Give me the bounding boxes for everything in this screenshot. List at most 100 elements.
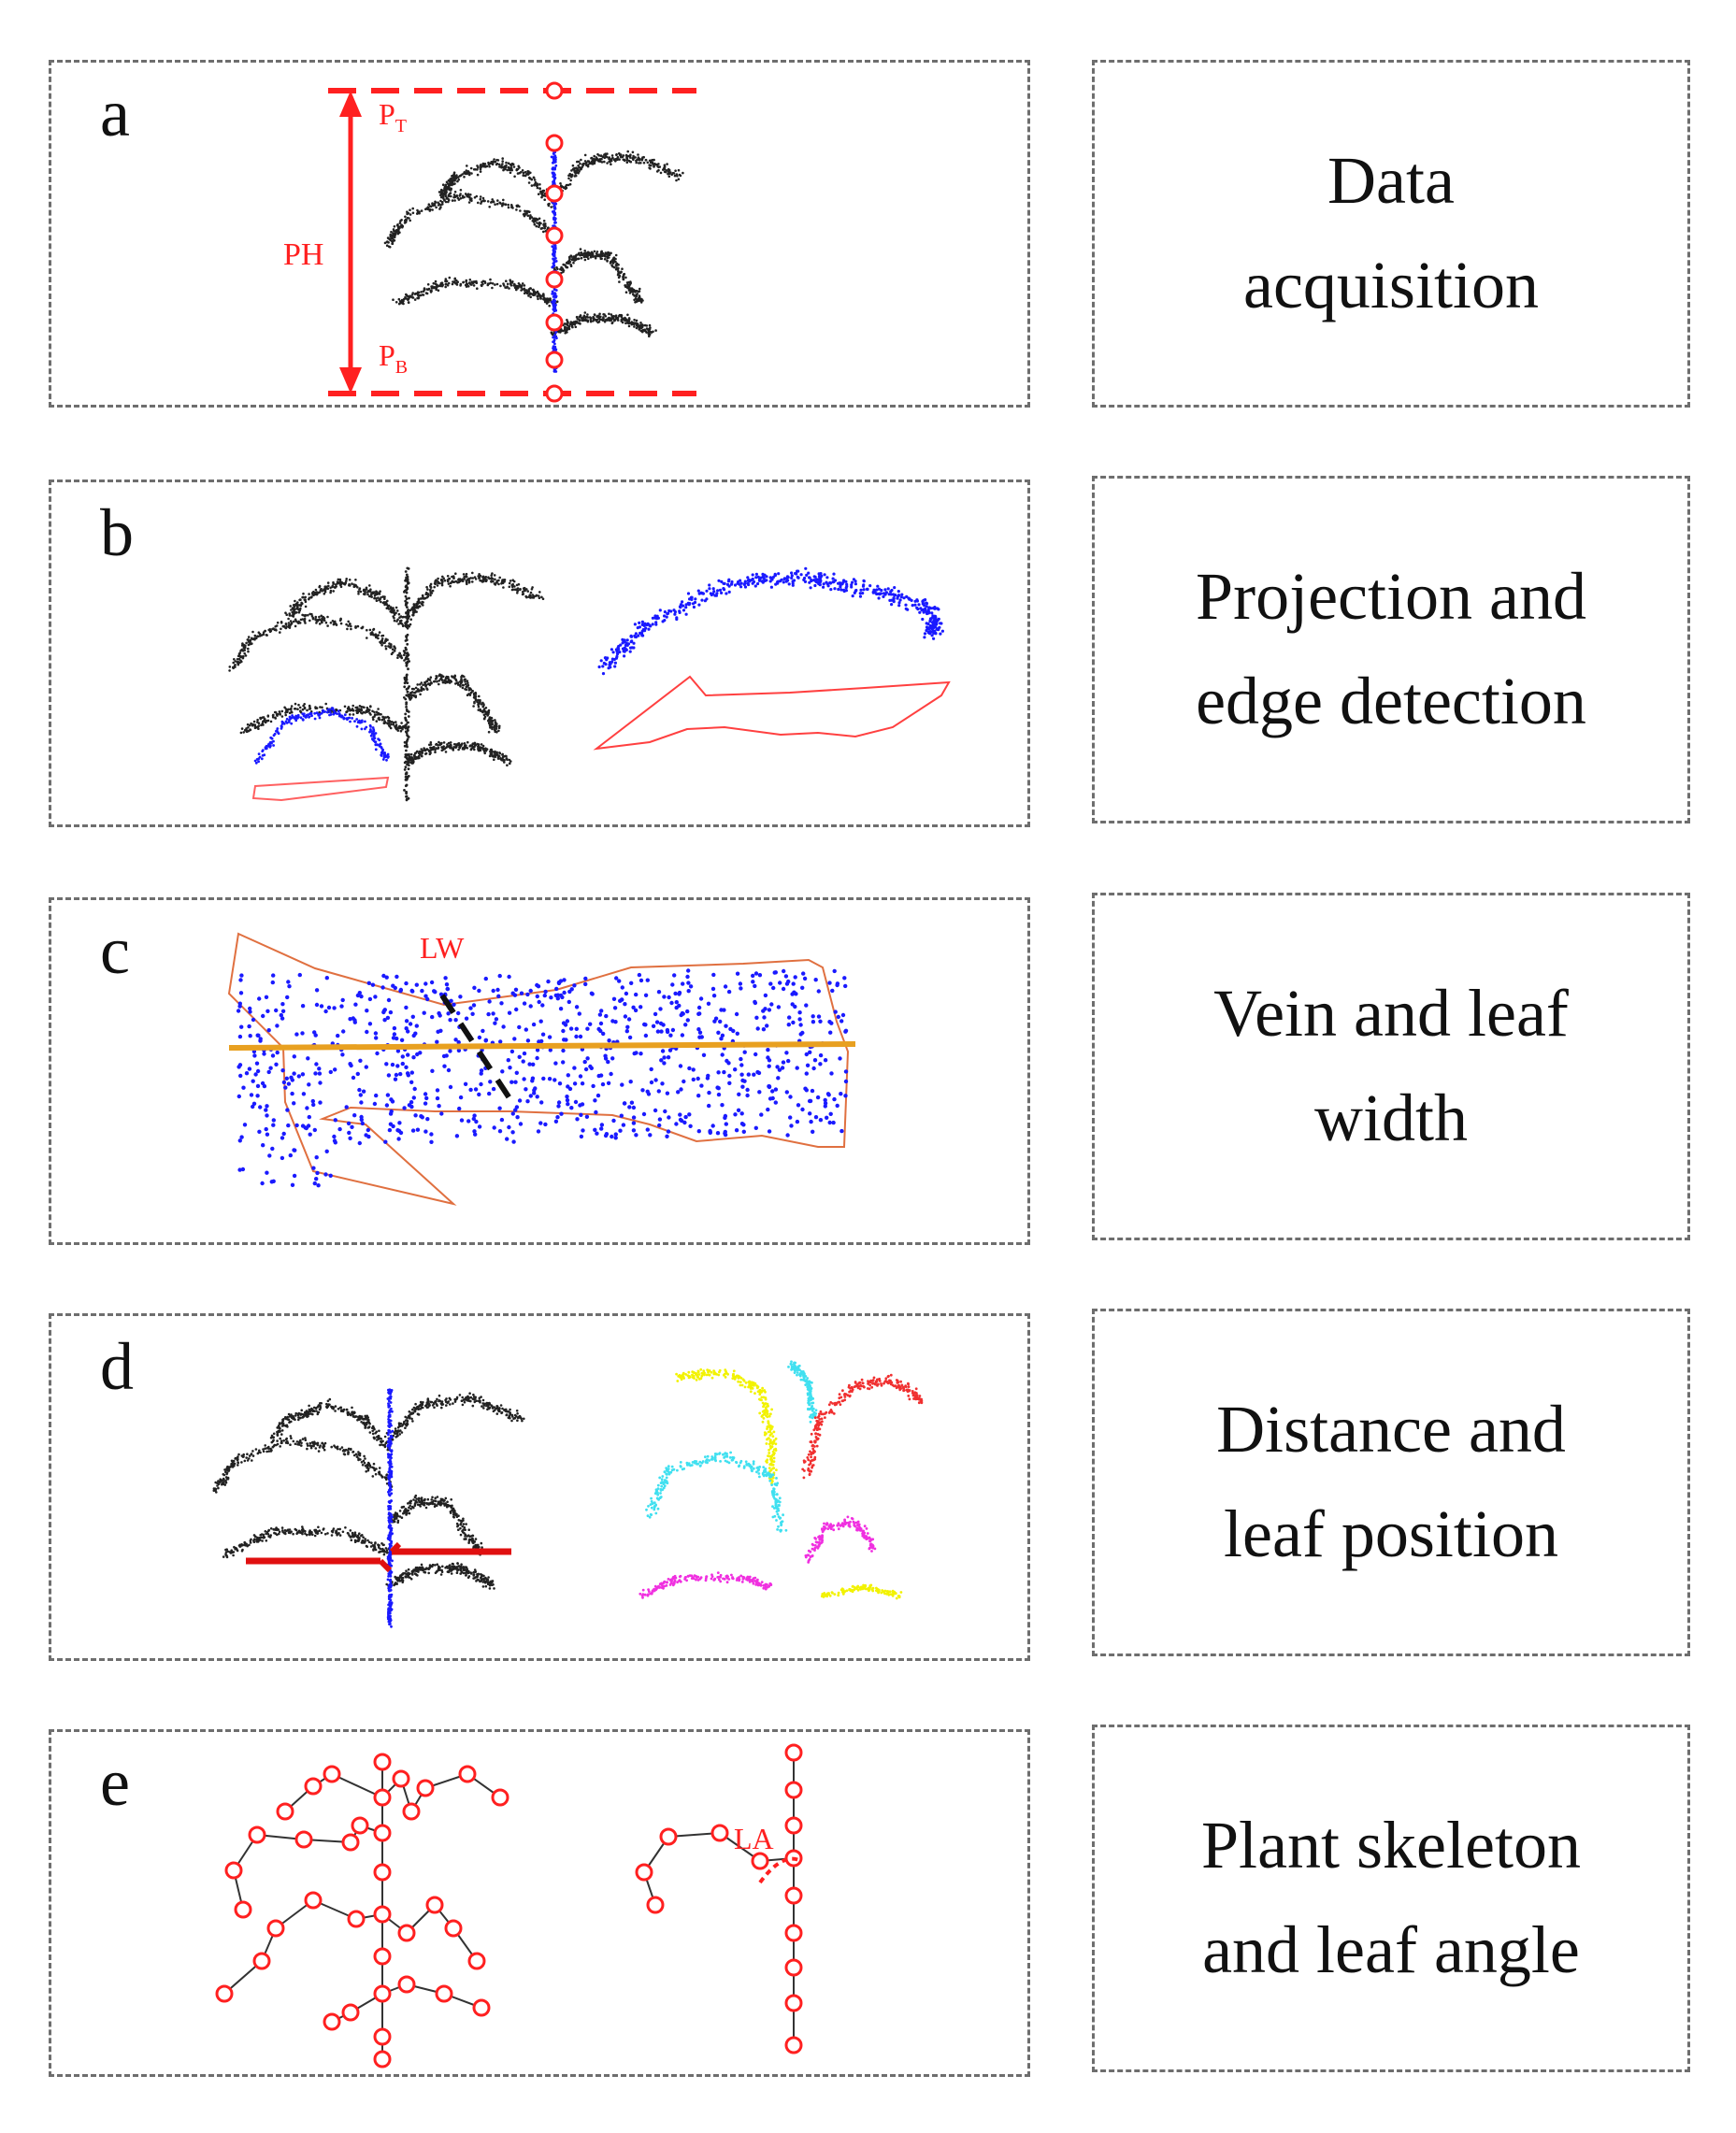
- leaf-surface-point: [477, 1092, 481, 1097]
- leaf-surface-point: [280, 1155, 285, 1161]
- leaf-surface-point: [674, 1122, 679, 1126]
- skeleton-node: [347, 1910, 366, 1928]
- leaf-surface-point: [381, 1009, 387, 1013]
- leaf-surface-point: [843, 983, 848, 989]
- leaf-surface-point: [791, 1020, 796, 1025]
- leaf-surface-point: [280, 1136, 285, 1140]
- leaf-surface-point: [270, 1053, 276, 1058]
- leaf-surface-point: [491, 1011, 495, 1016]
- leaf-surface-point: [648, 1133, 653, 1138]
- leaf-surface-point: [603, 1056, 609, 1061]
- leaf-surface-point: [761, 1009, 766, 1013]
- leaf-surface-point: [429, 1139, 434, 1144]
- leaf-surface-point: [561, 1060, 566, 1065]
- skeleton-illustration: LA: [215, 1743, 803, 2069]
- skeleton-node: [252, 1952, 271, 1970]
- leaf-surface-point: [649, 1080, 654, 1085]
- leaf-surface-point: [512, 1037, 517, 1041]
- selected-leaf-points: [597, 566, 945, 676]
- leaf-surface-point: [394, 1072, 399, 1078]
- leaf-surface-point: [361, 1089, 366, 1094]
- leaf-surface-point: [585, 1026, 590, 1031]
- leaf-surface-point: [599, 1126, 604, 1131]
- leaf-surface-point: [813, 978, 818, 982]
- leaf-surface-point: [351, 1016, 355, 1021]
- leaf-surface-point: [386, 997, 392, 1003]
- leaf-surface-point: [249, 1093, 254, 1097]
- leaf-surface-point: [400, 1061, 405, 1066]
- leaf-surface-point: [414, 1024, 419, 1028]
- leaf-width-dashed-line: [439, 994, 516, 1106]
- leaf-surface-point: [598, 1073, 604, 1078]
- leaf-surface-point: [359, 1100, 364, 1105]
- leaf-surface-point: [725, 1058, 729, 1064]
- leaf-surface-point: [680, 1118, 684, 1124]
- leaf-surface-point: [517, 1024, 522, 1030]
- leaf-surface-point: [391, 1036, 396, 1040]
- leaf-surface-point: [583, 976, 588, 981]
- leaf-surface-point: [839, 1128, 844, 1134]
- leaf-surface-point: [261, 1013, 265, 1019]
- leaf-surface-point: [517, 1054, 522, 1059]
- leaf-surface-point: [535, 994, 539, 999]
- leaf-surface-point: [581, 1128, 585, 1133]
- leaf-surface-point: [727, 1081, 732, 1085]
- leaf-surface-point: [557, 1081, 563, 1086]
- leaf-surface-point: [707, 1103, 711, 1109]
- leaf-surface-point: [413, 1113, 418, 1118]
- skeleton-node: [304, 1891, 323, 1910]
- leaf-surface-point: [274, 1062, 279, 1066]
- leaf-surface-point: [720, 1052, 725, 1057]
- leaf-surface-point: [495, 987, 500, 993]
- leaf-surface-point: [237, 1065, 241, 1069]
- leaf-surface-point: [578, 1074, 583, 1079]
- panel-letter-e: e: [100, 1745, 130, 1820]
- leaf-surface-point: [657, 1117, 663, 1122]
- leaf-surface-point: [665, 1134, 669, 1138]
- leaf-surface-point: [781, 1060, 786, 1065]
- leaf-surface-point: [757, 973, 763, 978]
- leaf-surface-point: [800, 1107, 805, 1112]
- large-leaf-edge-outline: [593, 675, 951, 751]
- leaf-surface-point: [833, 1009, 838, 1014]
- leaf-surface-point: [374, 1036, 379, 1040]
- leaf-surface-point: [596, 1026, 601, 1032]
- skeleton-node: [458, 1765, 477, 1783]
- leaf-surface-point: [366, 981, 371, 985]
- leaf-points-3: [403, 673, 501, 734]
- leaf-surface-point: [293, 1148, 297, 1152]
- leaf-surface-point: [261, 1143, 265, 1148]
- skeleton-node: [784, 1886, 803, 1905]
- leaf-surface-point: [660, 1081, 665, 1086]
- leaf-surface-point: [836, 1014, 840, 1020]
- leaf-surface-point: [395, 1128, 400, 1133]
- leaf-surface-point: [663, 1109, 667, 1114]
- leaf-surface-point: [763, 993, 768, 998]
- skeleton-node: [784, 1816, 803, 1835]
- leaf-surface-point: [697, 1030, 703, 1035]
- stem-node-marker: [545, 81, 564, 100]
- leaf-surface-point: [753, 971, 759, 976]
- leaf-surface-point: [294, 1032, 299, 1037]
- leaf-surface-point: [438, 992, 444, 996]
- leaf-surface-point: [420, 988, 424, 994]
- leaf-surface-point: [255, 1083, 261, 1089]
- leaf-surface-point: [797, 1017, 802, 1022]
- leaf-surface-point: [624, 991, 629, 996]
- leaf-surface-point: [667, 1048, 673, 1052]
- leaf-surface-points: [236, 968, 849, 1188]
- leaf-surface-point: [719, 1037, 724, 1041]
- leaf-surface-point: [600, 1081, 606, 1087]
- leaf-surface-point: [583, 981, 588, 987]
- leaf-surface-point: [380, 985, 385, 990]
- leaf-surface-point: [510, 1130, 515, 1135]
- leaf-surface-point: [561, 1021, 567, 1025]
- leaf-surface-point: [838, 1056, 842, 1061]
- leaf-surface-point: [452, 1002, 456, 1007]
- leaf-surface-point: [346, 1121, 352, 1126]
- skeleton-node: [784, 1924, 803, 1942]
- leaf-surface-point: [765, 1024, 769, 1028]
- leaf-surface-point: [411, 1095, 416, 1100]
- leaf-surface-point: [832, 1096, 837, 1102]
- leaf-magenta-bottom: [638, 1571, 773, 1599]
